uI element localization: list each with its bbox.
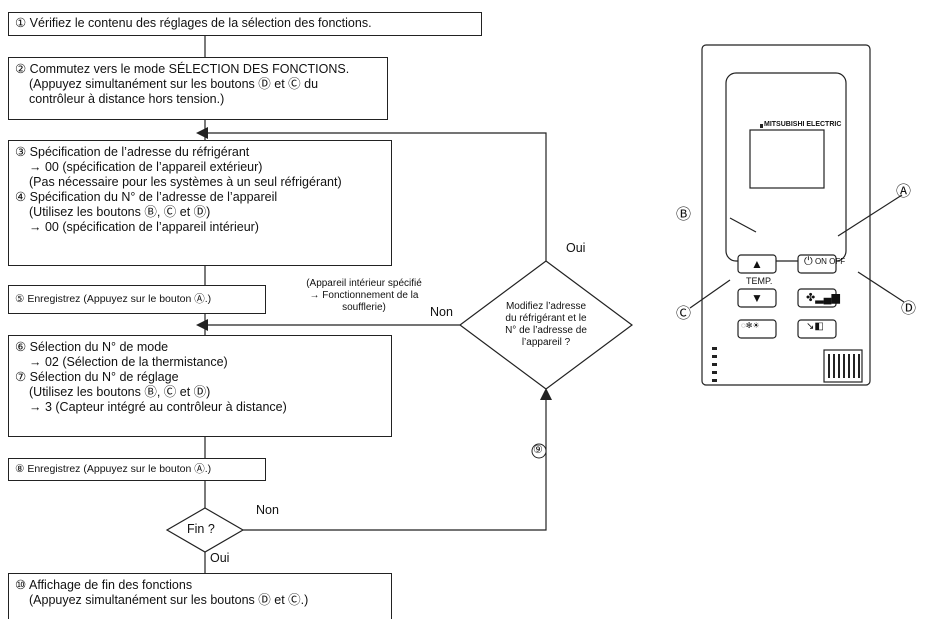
step-6-line-2: → 02 (Sélection de la thermistance)	[29, 355, 228, 369]
step-7-line-3: → 3 (Capteur intégré au contrôleur à dis…	[29, 400, 287, 414]
step-10-box: ⑩ Affichage de fin des fonctions (Appuye…	[8, 573, 392, 619]
step-2-box: ② Commutez vers le mode SÉLECTION DES FO…	[8, 57, 388, 120]
label-loop-9: ⑨	[533, 444, 543, 456]
step-5-text: ⑤ Enregistrez (Appuyez sur le bouton Ⓐ.)	[15, 293, 212, 305]
step-6-line-1: ⑥ Sélection du N° de mode	[15, 340, 169, 354]
remote-onoff-button[interactable]: ⏻ ON OFF	[804, 255, 846, 268]
remote-down-button[interactable]: ▼	[751, 291, 763, 305]
remote-temp-label: TEMP.	[746, 276, 773, 286]
fan-speed-icon: ▂▄▆	[815, 292, 840, 304]
callout-a: Ⓐ	[896, 183, 912, 200]
remote-off-label: OFF	[829, 257, 846, 266]
decision-modify-text: Modifiez l’adresse du réfrigérant et le …	[505, 301, 587, 348]
decision-end-diamond	[165, 507, 245, 553]
step-3-line-2: → 00 (spécification de l’appareil extéri…	[29, 160, 263, 174]
step-2-line-2: (Appuyez simultanément sur les boutons Ⓓ…	[29, 77, 319, 91]
step-1-text: ① Vérifiez le contenu des réglages de la…	[15, 16, 372, 30]
step-4-line-1: ④ Spécification du N° de l’adresse de l’…	[15, 190, 278, 204]
step-4-line-3: → 00 (spécification de l’appareil intéri…	[29, 220, 259, 234]
decision-end-text: Fin ?	[187, 522, 215, 536]
step-5-box: ⑤ Enregistrez (Appuyez sur le bouton Ⓐ.)	[8, 285, 266, 314]
label-oui-bottom: Oui	[210, 551, 230, 565]
remote-mode-button[interactable]: ◌✻☀	[741, 321, 760, 330]
callout-b: Ⓑ	[676, 206, 692, 223]
remote-on-label: ON	[814, 257, 827, 266]
step-3-line-1: ③ Spécification de l’adresse du réfrigér…	[15, 145, 250, 159]
step-10-line-1: ⑩ Affichage de fin des fonctions	[15, 578, 193, 592]
step-10-line-2: (Appuyez simultanément sur les boutons Ⓓ…	[29, 593, 309, 607]
vane-icon: ↘◧	[806, 321, 824, 332]
power-icon: ⏻	[804, 255, 813, 268]
label-oui-top: Oui	[566, 241, 586, 255]
mode-icon: ◌✻☀	[741, 321, 760, 330]
step-8-text: ⑧ Enregistrez (Appuyez sur le bouton Ⓐ.)	[15, 463, 212, 475]
note-fan-operation: (Appareil intérieur spécifié → Fonctionn…	[306, 278, 422, 313]
remote-up-button[interactable]: ▲	[751, 257, 763, 271]
remote-brand: MITSUBISHI ELECTRIC	[764, 121, 842, 128]
label-non-bottom: Non	[256, 503, 279, 517]
step-3-line-3: (Pas nécessaire pour les systèmes à un s…	[29, 175, 342, 189]
step-7-line-1: ⑦ Sélection du N° de réglage	[15, 370, 179, 384]
step-2-line-1: ② Commutez vers le mode SÉLECTION DES FO…	[15, 62, 350, 76]
decision-modify-diamond	[458, 260, 634, 390]
step-4-line-2: (Utilisez les boutons Ⓑ, Ⓒ et Ⓓ)	[29, 205, 211, 219]
callout-d: Ⓓ	[901, 300, 917, 317]
fan-icon: ✤	[806, 292, 816, 304]
step-6-7-box: ⑥ Sélection du N° de mode → 02 (Sélectio…	[8, 335, 392, 437]
remote-fan-button[interactable]: ✤▂▄▆	[806, 291, 840, 304]
label-non-mid: Non	[430, 305, 453, 319]
step-1-box: ① Vérifiez le contenu des réglages de la…	[8, 12, 482, 36]
step-3-4-box: ③ Spécification de l’adresse du réfrigér…	[8, 140, 392, 266]
remote-vane-button[interactable]: ↘◧	[806, 321, 824, 332]
step-7-line-2: (Utilisez les boutons Ⓑ, Ⓒ et Ⓓ)	[29, 385, 211, 399]
step-2-line-3: contrôleur à distance hors tension.)	[29, 92, 225, 106]
callout-c: Ⓒ	[676, 305, 692, 322]
step-8-box: ⑧ Enregistrez (Appuyez sur le bouton Ⓐ.)	[8, 458, 266, 481]
